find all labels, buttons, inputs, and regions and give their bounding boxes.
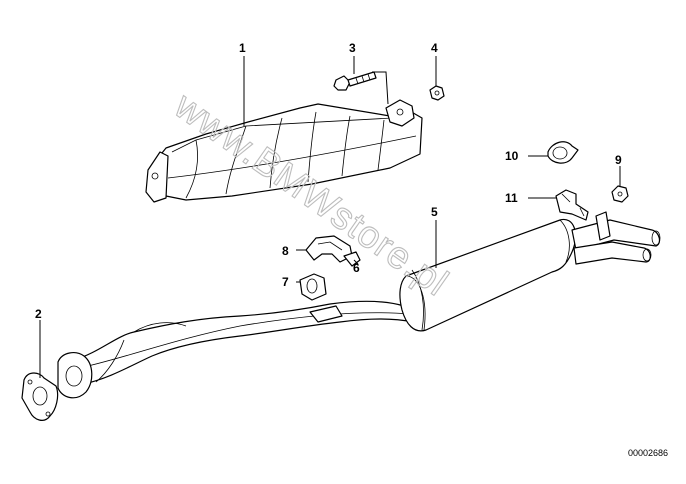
hex-nut-part[interactable] bbox=[611, 185, 629, 203]
clamp-part[interactable] bbox=[305, 235, 361, 267]
callout-8: 8 bbox=[282, 244, 289, 258]
callout-1: 1 bbox=[239, 41, 246, 55]
mounting-bracket-part[interactable] bbox=[555, 189, 589, 221]
callout-6: 6 bbox=[353, 261, 360, 275]
leader-lines bbox=[39, 56, 621, 378]
callout-5: 5 bbox=[431, 205, 438, 219]
callout-4: 4 bbox=[431, 41, 438, 55]
catalytic-converter-part[interactable] bbox=[145, 99, 423, 203]
nut-part[interactable] bbox=[429, 85, 445, 101]
callout-9: 9 bbox=[615, 153, 622, 167]
bolt-part[interactable] bbox=[333, 71, 377, 91]
callout-2: 2 bbox=[35, 307, 42, 321]
rubber-mount-part[interactable] bbox=[299, 273, 327, 301]
callout-7: 7 bbox=[282, 275, 289, 289]
gasket-part[interactable] bbox=[547, 141, 579, 164]
flange-gasket-part[interactable] bbox=[21, 372, 59, 421]
callout-3: 3 bbox=[349, 41, 356, 55]
exhaust-pipe-muffler-part[interactable] bbox=[57, 211, 661, 399]
callout-11: 11 bbox=[505, 191, 518, 205]
document-number: 00002686 bbox=[628, 448, 668, 458]
callout-10: 10 bbox=[505, 149, 519, 163]
